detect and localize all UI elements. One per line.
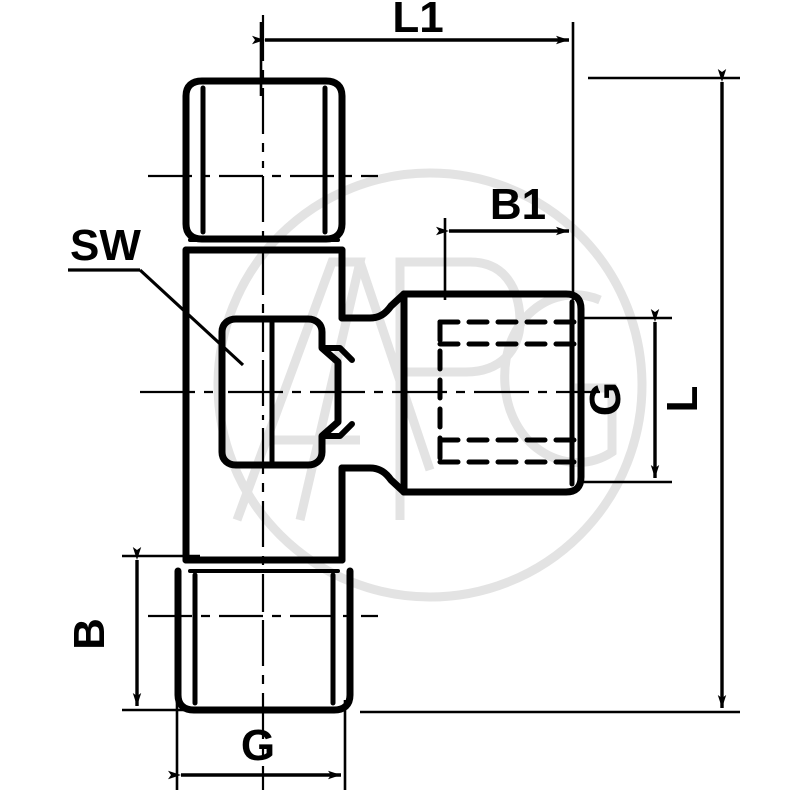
- label-B1: B1: [490, 180, 546, 229]
- center-lines: [140, 15, 600, 790]
- hex-sw-inner-detail: [319, 345, 355, 439]
- label-SW: SW: [70, 221, 141, 270]
- bottom-port-outer: [174, 567, 354, 714]
- dimension-labels: L1 B1 G L B G SW: [65, 0, 707, 770]
- bottom-port-thread-roots: [192, 572, 336, 706]
- extension-lines: [122, 22, 740, 790]
- label-G-right: G: [581, 382, 630, 416]
- label-L: L: [658, 386, 707, 413]
- body-trunk: [182, 246, 346, 564]
- top-port-thread-roots: [200, 85, 328, 235]
- label-L1: L1: [392, 0, 443, 42]
- fitting-body-geometry: [174, 77, 585, 714]
- hex-sw-profile: [218, 315, 342, 469]
- label-B: B: [65, 618, 114, 650]
- dimension-lines: [132, 35, 727, 780]
- side-port-neck: [338, 290, 408, 496]
- top-port-outer: [182, 77, 346, 243]
- sw-leader-line: [68, 268, 245, 367]
- label-G-bottom: G: [241, 721, 275, 770]
